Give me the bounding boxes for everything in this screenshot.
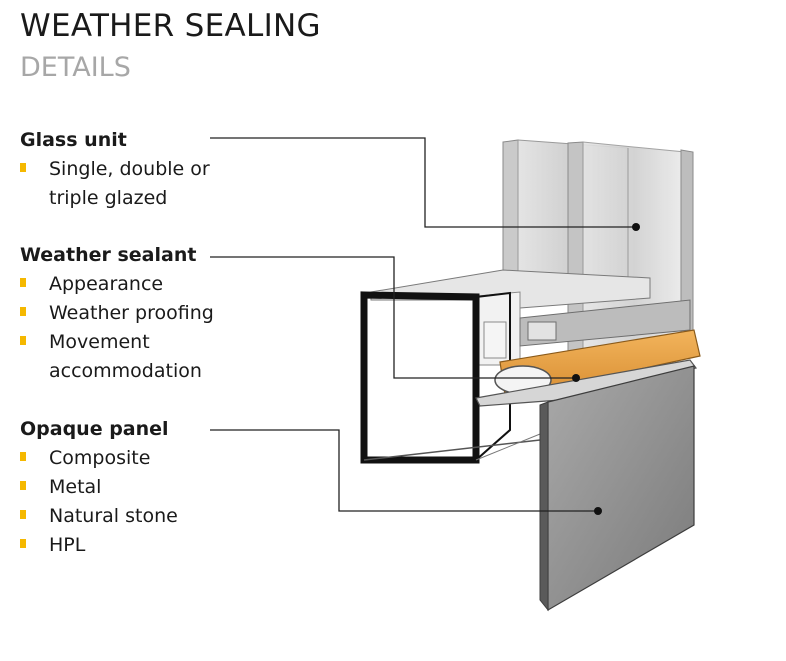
- panel-edge: [539, 401, 549, 612]
- bullet-square-icon: [20, 307, 26, 316]
- bullet-square-icon: [20, 278, 26, 287]
- bullet-square-icon: [20, 336, 26, 345]
- setting-block: [527, 321, 557, 341]
- glass-unit-group: Glass unit Single, double or triple glaz…: [20, 126, 210, 213]
- list-item-text: Natural stone: [49, 505, 178, 527]
- list-item: Movement accommodation: [20, 328, 214, 386]
- opaque-panel: [475, 359, 698, 612]
- glass-unit-leader: [210, 137, 636, 228]
- list-item: Weather proofing: [20, 299, 214, 328]
- frame-perspective-edge: [475, 431, 546, 461]
- page-subtitle: DETAILS: [20, 52, 131, 83]
- panel-face: [547, 365, 695, 612]
- list-item-text: Composite: [49, 447, 151, 469]
- list-item-text-continued: accommodation: [49, 360, 202, 382]
- opaque-panel-group: Opaque panel Composite Metal Natural sto…: [20, 415, 178, 560]
- gasket-block: [483, 321, 507, 359]
- weather-sealant-heading: Weather sealant: [20, 244, 197, 266]
- opaque-panel-list: Composite Metal Natural stone HPL: [20, 444, 178, 560]
- list-item: Single, double or triple glazed: [20, 155, 210, 213]
- weather-sealant-marker-dot: [572, 374, 580, 382]
- list-item-text: HPL: [49, 534, 86, 556]
- list-item: HPL: [20, 531, 178, 560]
- glass-unit-list: Single, double or triple glazed: [20, 155, 210, 213]
- bullet-square-icon: [20, 539, 26, 548]
- frame-tube-side: [475, 291, 511, 463]
- glass-unit-marker-dot: [632, 223, 640, 231]
- list-item: Natural stone: [20, 502, 178, 531]
- weather-sealant-list: Appearance Weather proofing Movement acc…: [20, 270, 214, 386]
- opaque-panel-leader: [210, 429, 598, 512]
- list-item-text: Weather proofing: [49, 302, 214, 324]
- glass-unit-heading: Glass unit: [20, 129, 127, 151]
- list-item-text: Metal: [49, 476, 102, 498]
- list-item-text-continued: triple glazed: [49, 187, 168, 209]
- opaque-panel-heading: Opaque panel: [20, 418, 169, 440]
- opaque-panel-marker-dot: [594, 507, 602, 515]
- list-item: Appearance: [20, 270, 214, 299]
- weather-sealant-leader: [210, 256, 576, 379]
- frame-bottom-edge: [363, 439, 541, 461]
- page-title: WEATHER SEALING: [20, 8, 321, 44]
- bullet-square-icon: [20, 510, 26, 519]
- frame-profile: [360, 269, 691, 464]
- list-item-text: Movement: [49, 331, 150, 353]
- list-item: Composite: [20, 444, 178, 473]
- weather-sealant-group: Weather sealant Appearance Weather proof…: [20, 241, 214, 386]
- bullet-square-icon: [20, 452, 26, 461]
- list-item: Metal: [20, 473, 178, 502]
- bullet-square-icon: [20, 163, 26, 172]
- leader-lines: [210, 137, 636, 512]
- list-item-text: Single, double or: [49, 158, 210, 180]
- bullet-square-icon: [20, 481, 26, 490]
- list-item-text: Appearance: [49, 273, 164, 295]
- spacer-bar: [519, 299, 691, 347]
